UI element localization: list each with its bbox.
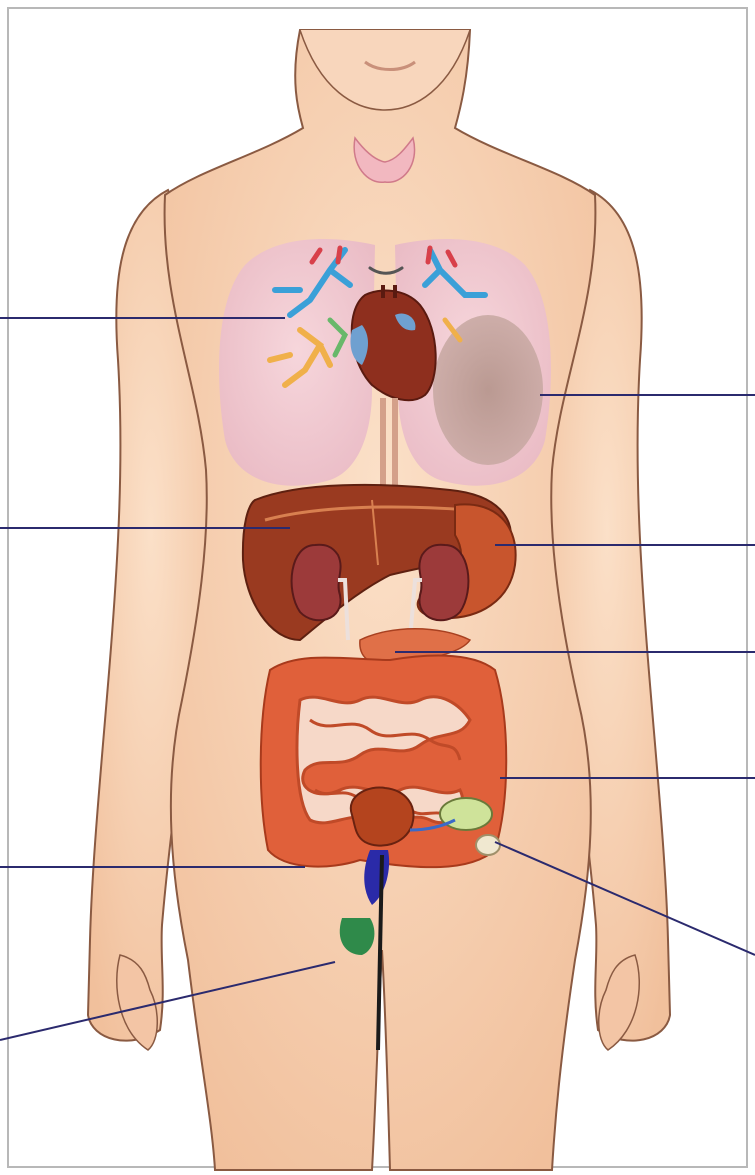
ovary-right: [476, 835, 500, 855]
ovary: [440, 798, 492, 830]
bladder: [351, 787, 414, 845]
kidney-right-of-body: [292, 545, 341, 621]
lung-right-of-body: [219, 239, 375, 486]
kidney-left-of-body: [419, 545, 468, 621]
lung-shadow-spot: [433, 315, 543, 465]
